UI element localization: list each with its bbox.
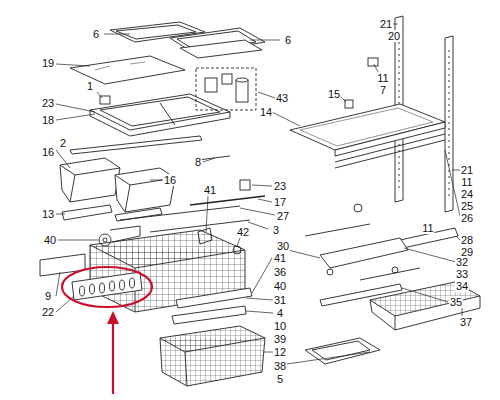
callout-number: 26 — [460, 212, 474, 224]
callout-number: 39 — [273, 333, 287, 345]
callout-number: 4 — [276, 307, 284, 319]
callout-number: 24 — [460, 188, 474, 200]
callout-number: 11 — [376, 72, 389, 84]
callout-number: 37 — [459, 316, 473, 328]
callout-number: 9 — [44, 290, 52, 302]
callout-number: 34 — [455, 280, 469, 292]
callout-number: 28 — [460, 234, 474, 246]
highlight-ellipse — [62, 267, 152, 307]
callout-number: 36 — [273, 266, 287, 278]
callout-number: 43 — [275, 92, 289, 104]
callout-number: 23 — [273, 180, 287, 192]
callout-number: 2 — [59, 137, 67, 149]
callout-number: 19 — [41, 57, 55, 69]
callout-number: 35 — [449, 296, 463, 308]
callout-number: 40 — [273, 280, 287, 292]
callout-number: 10 — [273, 320, 287, 332]
callout-number: 6 — [92, 28, 100, 40]
callout-number: 15 — [327, 88, 341, 100]
callout-number: 30 — [276, 240, 290, 252]
callout-number: 16 — [163, 174, 177, 186]
callout-number: 25 — [460, 200, 474, 212]
callout-number: 1 — [86, 80, 94, 92]
callout-number: 21 — [379, 18, 393, 30]
callout-number: 3 — [272, 224, 280, 236]
callout-number: 42 — [236, 226, 250, 238]
callout-number: 6 — [284, 34, 292, 46]
callout-number: 17 — [273, 196, 287, 208]
callout-number: 41 — [273, 252, 287, 264]
callout-number: 5 — [276, 373, 284, 385]
callout-number: 32 — [455, 256, 469, 268]
callout-number: 23 — [41, 97, 55, 109]
callout-number: 27 — [276, 210, 290, 222]
callout-number: 18 — [41, 114, 55, 126]
callout-number: 12 — [273, 346, 287, 358]
callout-number: 31 — [273, 294, 287, 306]
pointer-arrow — [107, 311, 119, 394]
callout-number: 20 — [387, 30, 401, 42]
callout-number: 21 — [460, 164, 474, 176]
callout-number: 41 — [203, 184, 217, 196]
callout-number: 40 — [43, 234, 57, 246]
callout-number: 8 — [194, 156, 202, 168]
callout-number: 14 — [259, 106, 273, 118]
callout-number: 11 — [421, 222, 434, 234]
callout-number: 33 — [455, 268, 469, 280]
callout-number: 11 — [460, 176, 473, 188]
callout-number: 38 — [273, 360, 287, 372]
callout-number: 22 — [41, 306, 55, 318]
callout-number: 16 — [41, 146, 55, 158]
callout-number: 13 — [41, 208, 55, 220]
callout-number: 7 — [379, 84, 387, 96]
